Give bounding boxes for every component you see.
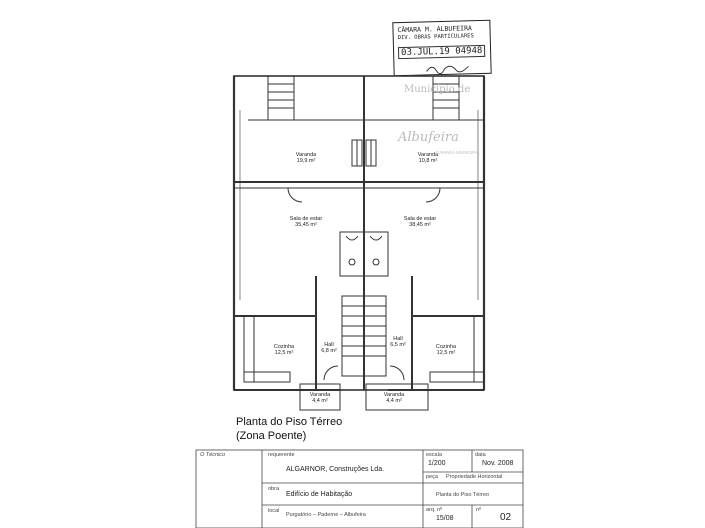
room-label: Hall [393, 336, 402, 342]
room-label: Hall [324, 342, 333, 348]
local-value: Purgatório – Paderne – Albufeira [286, 512, 366, 518]
room-area: 6,5 m² [390, 342, 406, 348]
room-label: Varanda [310, 392, 331, 398]
room-label: Sala de estar [290, 216, 323, 222]
room-area: 4,4 m² [386, 398, 402, 404]
room-label: Cozinha [436, 344, 457, 350]
room-area: 12,5 m² [437, 350, 456, 356]
arq-label: arq. nº [426, 507, 443, 513]
room-area: 6,8 m² [321, 348, 337, 354]
stamp-date: 03.JUL.19 04948 [397, 44, 486, 60]
room-area: 10,8 m² [419, 158, 438, 164]
stamp-signature [424, 59, 470, 79]
room-label: Varanda [384, 392, 405, 398]
room-area: 4,4 m² [312, 398, 328, 404]
room-area: 38,45 m² [409, 222, 431, 228]
peca-label: peça [426, 474, 438, 480]
plan-title: Planta do Piso Térreo [236, 416, 343, 428]
data-value: Nov. 2008 [482, 460, 514, 467]
watermark-camara: CÂMARA MUNICIPAL [436, 150, 481, 155]
room-area: 12,5 m² [275, 350, 294, 356]
escala-value: 1/200 [428, 460, 446, 467]
room-label: Varanda [296, 152, 317, 158]
data-label: data [475, 452, 486, 458]
n-value: 02 [500, 512, 512, 523]
watermark-municipio: Município de [404, 84, 471, 95]
local-label: local [268, 508, 280, 514]
escala-label: escala [426, 452, 442, 458]
stamp-line2: DIV. OBRAS PARTICULARES [397, 33, 474, 42]
plan-subtitle: (Zona Poente) [236, 430, 307, 442]
obra-label: obra [268, 486, 280, 492]
room-label: Sala de estar [404, 216, 437, 222]
peca-value: Propriedade Horizontal [446, 474, 503, 480]
room-label: Varanda [418, 152, 439, 158]
desenho-value: Planta do Piso Térreo [436, 492, 490, 498]
tecnico-label: O Técnico [200, 452, 226, 458]
requerente-value: ALGARNOR, Construções Lda. [286, 466, 385, 473]
room-label: Cozinha [274, 344, 295, 350]
watermark-albufeira: Albufeira [398, 130, 459, 145]
room-area: 19,9 m² [297, 158, 316, 164]
requerente-label: requerente [268, 452, 295, 458]
n-label: nº [476, 507, 482, 513]
obra-value: Edifício de Habitação [286, 491, 353, 498]
approval-stamp: CÂMARA M. ALBUFEIRA DIV. OBRAS PARTICULA… [392, 19, 492, 79]
room-area: 35,45 m² [295, 222, 317, 228]
arq-value: 15/08 [436, 515, 454, 522]
